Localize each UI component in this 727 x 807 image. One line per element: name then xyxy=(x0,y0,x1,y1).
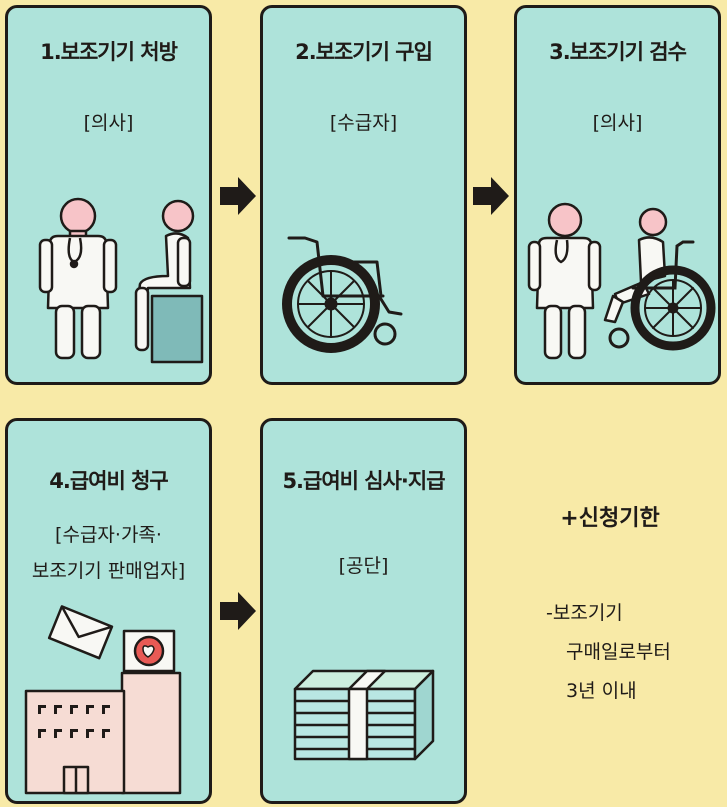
step-role: [의사] xyxy=(592,112,643,134)
deadline-line: -보조기기 xyxy=(546,602,623,624)
deadline-line: 3년 이내 xyxy=(566,680,637,702)
money-stack-icon xyxy=(293,669,435,761)
wheelchair-icon xyxy=(282,236,403,353)
deadline-note: -보조기기 구매일로부터 3년 이내 xyxy=(546,594,724,711)
arrow-right-icon xyxy=(220,177,256,215)
step-title: 5.급여비 심사·지급 xyxy=(282,469,445,493)
deadline-line: 구매일로부터 xyxy=(566,641,671,663)
building-mail-icon xyxy=(24,605,182,795)
arrow-right-icon xyxy=(220,592,256,630)
step-card-prescription: 1.보조기기 처방 [의사] xyxy=(5,5,212,385)
step-card-claim: 4.급여비 청구 [수급자·가족· 보조기기 판매업자] xyxy=(5,418,212,804)
step-title: 4.급여비 청구 xyxy=(49,469,169,493)
step-role-line: [수급자·가족· xyxy=(55,524,162,546)
step-role: [의사] xyxy=(83,112,134,134)
step-card-payment: 5.급여비 심사·지급 [공단] xyxy=(260,418,467,804)
step-role-line: 보조기기 판매업자] xyxy=(31,560,186,582)
arrow-right-icon xyxy=(473,177,509,215)
deadline-title: +신청기한 xyxy=(560,506,660,531)
doctor-wheelchair-icon xyxy=(527,202,716,360)
doctor-patient-icon xyxy=(38,197,204,364)
step-role: [공단] xyxy=(338,555,389,577)
step-card-inspection: 3.보조기기 검수 [의사] xyxy=(514,5,721,385)
step-role: [수급자] xyxy=(329,112,398,134)
step-title: 2.보조기기 구입 xyxy=(295,40,433,64)
step-title: 1.보조기기 처방 xyxy=(40,40,178,64)
step-title: 3.보조기기 검수 xyxy=(549,40,687,64)
step-card-purchase: 2.보조기기 구입 [수급자] xyxy=(260,5,467,385)
step-role: [수급자·가족· 보조기기 판매업자] xyxy=(8,517,209,589)
